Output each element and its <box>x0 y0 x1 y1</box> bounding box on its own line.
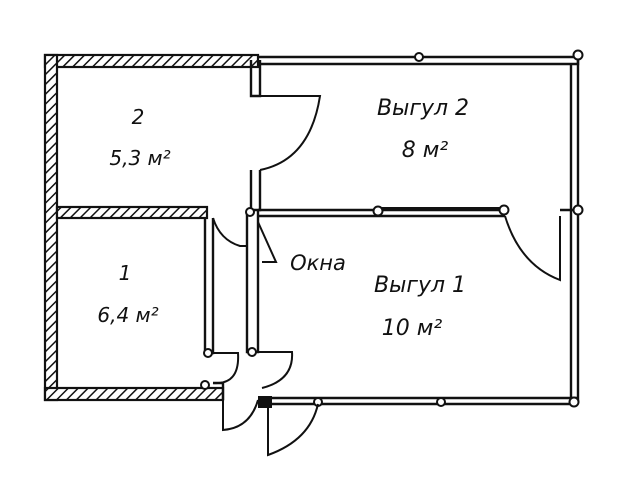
door-vestibule-right <box>258 351 294 389</box>
fence-posts <box>200 49 584 408</box>
room-1-number: 1 <box>119 261 132 285</box>
room-labels: 2 5,3 м² 1 6,4 м² Выгул 2 8 м² Выгул 1 1… <box>97 96 469 341</box>
paddock-1-area: 10 м² <box>382 316 443 341</box>
windows-symbol <box>257 221 278 263</box>
house-exterior-walls <box>43 53 260 402</box>
door-room-1 <box>212 217 247 247</box>
room-1-area: 6,4 м² <box>97 303 158 327</box>
door-room-2 <box>259 95 322 171</box>
door-entrance-right <box>267 403 319 457</box>
paddock-2-area: 8 м² <box>402 138 449 163</box>
gate-paddock-2 <box>504 215 561 282</box>
paddock-2-name: Выгул 2 <box>377 96 469 121</box>
paddock-1-name: Выгул 1 <box>374 273 466 298</box>
room-2-area: 5,3 м² <box>109 146 170 170</box>
door-vestibule-left <box>212 352 240 385</box>
windows-label: Окна <box>290 251 346 275</box>
room-2-number: 2 <box>132 105 145 129</box>
doors <box>212 95 561 457</box>
door-entrance-left <box>222 399 259 432</box>
